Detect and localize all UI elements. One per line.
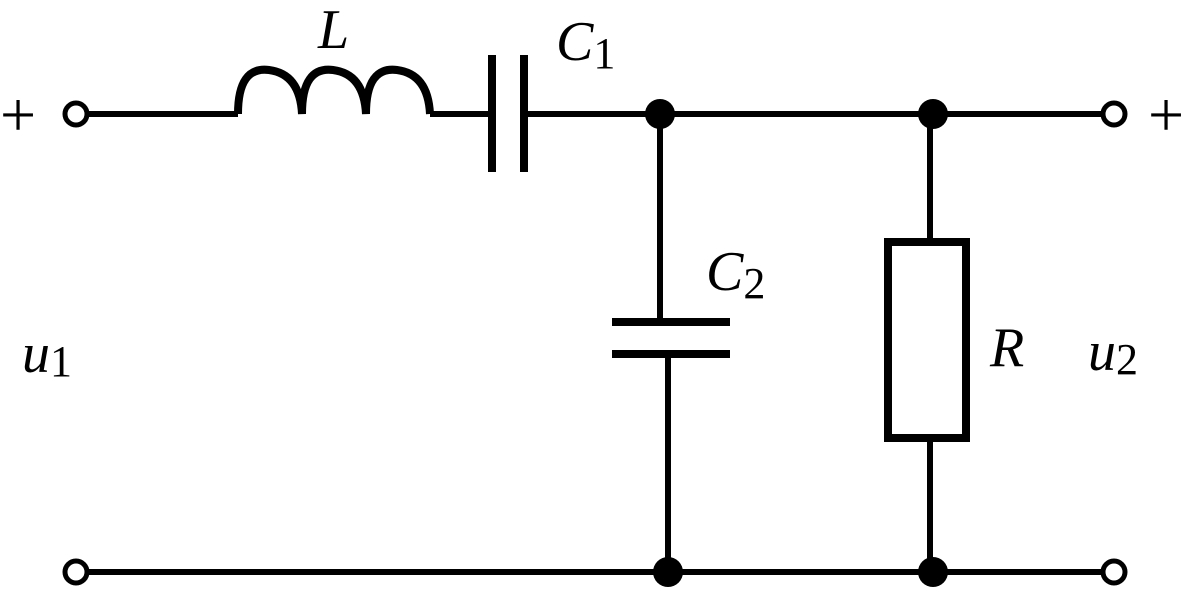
label-u2: u2 (1088, 321, 1138, 384)
terminal-input-top (62, 100, 90, 128)
label-u1: u1 (22, 323, 72, 386)
junction-node-bottom-r (918, 557, 948, 587)
junction-node-top-c2 (645, 99, 675, 129)
label-c2-sub: 2 (743, 259, 765, 308)
plus-sign-left: + (0, 79, 36, 150)
label-c1: C1 (556, 11, 615, 78)
terminal-input-bottom (62, 558, 90, 586)
label-u1-sub: 1 (50, 337, 72, 386)
label-c1-sub: 1 (593, 29, 615, 78)
plus-sign-right: + (1148, 79, 1184, 150)
label-inductor: L (317, 0, 349, 61)
terminal-output-bottom (1100, 558, 1128, 586)
label-c1-main: C (556, 11, 594, 73)
junction-node-bottom-c2 (653, 557, 683, 587)
label-u2-main: u (1088, 321, 1116, 383)
label-u1-main: u (22, 323, 50, 385)
label-c2: C2 (706, 241, 765, 308)
junction-node-top-r (918, 99, 948, 129)
terminal-output-top (1100, 100, 1128, 128)
inductor-l (234, 65, 434, 115)
label-u2-sub: 2 (1116, 335, 1138, 384)
resistor-r (884, 238, 970, 442)
label-c2-main: C (706, 241, 744, 303)
label-resistor: R (989, 317, 1024, 379)
